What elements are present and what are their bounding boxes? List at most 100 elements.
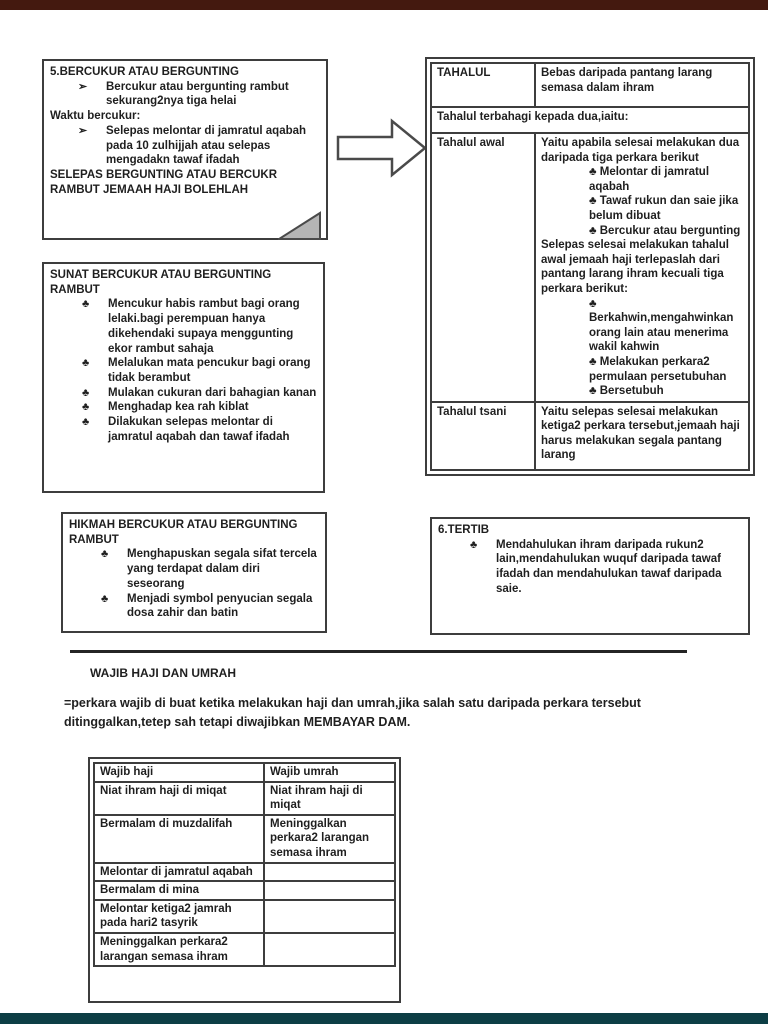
arrow-bullet-icon: ➢	[78, 80, 88, 93]
table-row: Tahalul awal Yaitu apabila selesai melak…	[430, 132, 750, 403]
tahalul-row1-label: TAHALUL	[430, 62, 536, 108]
sunat-box: SUNAT BERCUKUR ATAU BERGUNTING RAMBUT ♣ …	[42, 262, 325, 493]
table-row: Bermalam di mina	[93, 880, 396, 901]
wajib-umrah-cell	[263, 931, 396, 968]
list-item-text: Mencukur habis rambut bagi orang lelaki.…	[108, 298, 300, 355]
bercukur-footer: SELEPAS BERGUNTING ATAU BERCUKR RAMBUT J…	[50, 169, 278, 196]
bercukur-item-text: Bercukur atau bergunting rambut sekurang…	[106, 80, 289, 108]
wajib-haji-cell: Melontar ketiga2 jamrah pada hari2 tasyr…	[93, 898, 265, 934]
table-row: Melontar di jamratul aqabah	[93, 861, 396, 883]
list-item-text: Menghadap kea rah kiblat	[108, 401, 249, 414]
bottom-edge-strip	[0, 1013, 768, 1024]
list-item-text: Berkahwin,mengahwinkan orang lain atau m…	[589, 312, 734, 354]
list-item-text: Bercukur atau bergunting	[599, 224, 741, 237]
tertib-title: 6.TERTIB	[438, 524, 490, 536]
list-item: ♣ Berkahwin,mengahwinkan orang lain atau…	[541, 297, 743, 355]
right-arrow-icon	[336, 118, 427, 178]
wajib-umrah-cell: Meninggalkan perkara2 larangan semasa ih…	[263, 813, 396, 864]
tahalul-awal-intro: Yaitu apabila selesai melakukan dua dari…	[541, 137, 740, 164]
club-bullet-icon: ♣	[82, 386, 90, 399]
tahalul-row2-fullspan: Tahalul terbahagi kepada dua,iaitu:	[430, 106, 750, 134]
list-item: ♣ Bercukur atau bergunting	[541, 224, 743, 239]
club-bullet-icon: ♣	[589, 297, 597, 310]
list-item-text: Melontar di jamratul aqabah	[589, 166, 710, 193]
bercukur-title: 5.BERCUKUR ATAU BERGUNTING	[50, 66, 239, 78]
club-bullet-icon: ♣	[101, 548, 109, 561]
list-item: ♣ Menghapuskan segala sifat tercela yang…	[69, 547, 319, 591]
table-row: Tahalul terbahagi kepada dua,iaitu:	[430, 106, 750, 134]
club-bullet-icon: ♣	[101, 592, 109, 605]
club-bullet-icon: ♣	[589, 385, 597, 398]
table-row: Bermalam di muzdalifah Meninggalkan perk…	[93, 813, 396, 864]
folded-corner-icon	[278, 211, 321, 240]
list-item: ♣ Mendahulukan ihram daripada rukun2 lai…	[438, 538, 742, 597]
list-item: ♣ Melontar di jamratul aqabah	[541, 165, 743, 194]
wajib-haji-header: Wajib haji	[93, 762, 265, 783]
list-item: ♣ Dilakukan selepas melontar di jamratul…	[50, 415, 317, 444]
list-item-text: Melalukan mata pencukur bagi orang tidak…	[108, 357, 311, 385]
arrow-bullet-icon: ➢	[78, 124, 88, 137]
club-bullet-icon: ♣	[82, 401, 90, 414]
list-item-text: Menghapuskan segala sifat tercela yang t…	[127, 548, 317, 590]
bercukur-item: ➢ Bercukur atau bergunting rambut sekura…	[50, 80, 320, 109]
club-bullet-icon: ♣	[470, 538, 478, 551]
list-item: ♣ Mulakan cukuran dari bahagian kanan	[50, 386, 317, 401]
club-bullet-icon: ♣	[589, 166, 597, 179]
wajib-table: Wajib haji Wajib umrah Niat ihram haji d…	[93, 762, 396, 968]
wajib-umrah-cell: Niat ihram haji di miqat	[263, 780, 396, 816]
club-bullet-icon: ♣	[589, 195, 597, 208]
bercukur-item-text: Selepas melontar di jamratul aqabah pada…	[106, 124, 307, 167]
bercukur-item: ➢ Selepas melontar di jamratul aqabah pa…	[50, 124, 320, 168]
wajib-paragraph: =perkara wajib di buat ketika melakukan …	[64, 696, 641, 729]
table-row: Meninggalkan perkara2 larangan semasa ih…	[93, 931, 396, 968]
tahalul-table: TAHALUL Bebas daripada pantang larang se…	[430, 62, 750, 471]
tahalul-row1-content: Bebas daripada pantang larang semasa dal…	[534, 62, 750, 108]
table-row: TAHALUL Bebas daripada pantang larang se…	[430, 62, 750, 108]
top-edge-strip	[0, 0, 768, 10]
list-item-text: Dilakukan selepas melontar di jamratul a…	[108, 416, 290, 443]
sunat-title: SUNAT BERCUKUR ATAU BERGUNTING RAMBUT	[50, 269, 272, 296]
tertib-box: 6.TERTIB ♣ Mendahulukan ihram daripada r…	[430, 517, 750, 635]
tahalul-awal-label: Tahalul awal	[430, 132, 536, 403]
tahalul-tsani-label: Tahalul tsani	[430, 400, 536, 471]
club-bullet-icon: ♣	[82, 298, 90, 311]
list-item: ♣ Melakukan perkara2 permulaan persetubu…	[541, 355, 743, 384]
wajib-umrah-cell	[263, 861, 396, 883]
list-item: ♣ Menjadi symbol penyucian segala dosa z…	[69, 592, 319, 621]
tahalul-table-outer: TAHALUL Bebas daripada pantang larang se…	[425, 57, 755, 476]
hikmah-box: HIKMAH BERCUKUR ATAU BERGUNTING RAMBUT ♣…	[61, 512, 327, 633]
wajib-haji-cell: Meninggalkan perkara2 larangan semasa ih…	[93, 931, 265, 968]
wajib-haji-cell: Bermalam di muzdalifah	[93, 813, 265, 864]
club-bullet-icon: ♣	[589, 355, 597, 368]
list-item-text: Menjadi symbol penyucian segala dosa zah…	[127, 592, 313, 620]
wajib-umrah-header: Wajib umrah	[263, 762, 396, 783]
club-bullet-icon: ♣	[82, 357, 90, 370]
list-item-text: Tawaf rukun dan saie jika belum dibuat	[589, 195, 739, 222]
list-item: ♣ Bersetubuh	[541, 384, 743, 399]
wajib-haji-cell: Bermalam di mina	[93, 880, 265, 901]
list-item-text: Melakukan perkara2 permulaan persetubuha…	[589, 355, 727, 383]
wajib-umrah-cell	[263, 880, 396, 901]
club-bullet-icon: ♣	[82, 416, 90, 429]
bercukur-box: 5.BERCUKUR ATAU BERGUNTING ➢ Bercukur at…	[42, 59, 328, 240]
list-item: ♣ Tawaf rukun dan saie jika belum dibuat	[541, 194, 743, 223]
table-row: Melontar ketiga2 jamrah pada hari2 tasyr…	[93, 898, 396, 934]
section-divider	[70, 650, 687, 653]
tahalul-tsani-content: Yaitu selepas selesai melakukan ketiga2 …	[534, 400, 750, 471]
wajib-umrah-cell	[263, 898, 396, 934]
list-item: ♣ Melalukan mata pencukur bagi orang tid…	[50, 356, 317, 385]
list-item-text: Mendahulukan ihram daripada rukun2 lain,…	[496, 538, 722, 595]
list-item-text: Mulakan cukuran dari bahagian kanan	[108, 386, 317, 399]
wajib-table-outer: Wajib haji Wajib umrah Niat ihram haji d…	[88, 757, 401, 1003]
list-item: ♣ Mencukur habis rambut bagi orang lelak…	[50, 297, 317, 356]
wajib-haji-cell: Melontar di jamratul aqabah	[93, 861, 265, 883]
list-item-text: Bersetubuh	[599, 385, 664, 398]
tahalul-awal-middle: Selepas selesai melakukan tahalul awal j…	[541, 239, 729, 295]
table-header-row: Wajib haji Wajib umrah	[93, 762, 396, 783]
club-bullet-icon: ♣	[589, 224, 597, 237]
table-row: Niat ihram haji di miqat Niat ihram haji…	[93, 780, 396, 816]
hikmah-title: HIKMAH BERCUKUR ATAU BERGUNTING RAMBUT	[69, 519, 298, 546]
list-item: ♣ Menghadap kea rah kiblat	[50, 400, 317, 415]
bercukur-subheading: Waktu bercukur:	[50, 110, 141, 123]
